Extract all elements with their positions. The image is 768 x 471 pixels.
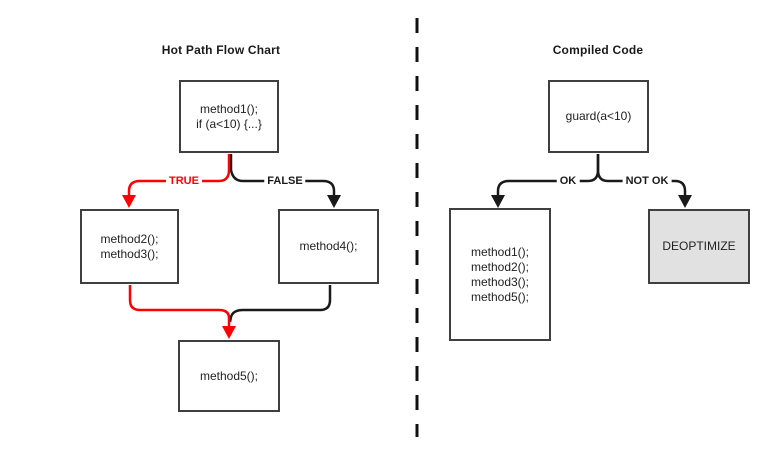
edge-label-ok: OK [556, 175, 580, 187]
node-method4: method4(); [278, 209, 379, 284]
node-method2-method3: method2(); method3(); [80, 209, 179, 284]
arrowhead-not-ok-to-deoptimize [678, 195, 692, 208]
arrowhead-merge-to-method5 [222, 326, 236, 339]
edge-label-not-ok: NOT OK [622, 175, 672, 187]
node-deoptimize: DEOPTIMIZE [648, 209, 750, 284]
node-guard: guard(a<10) [548, 80, 649, 153]
node-method1-if: method1(); if (a<10) {...} [179, 80, 279, 153]
edge-label-true: TRUE [166, 175, 202, 187]
node-hot-path-methods: method1(); method2(); method3(); method5… [449, 208, 551, 341]
edge-ok-branch [496, 154, 600, 196]
edge-method4-to-merge [228, 285, 332, 323]
right-panel-title: Compiled Code [552, 43, 644, 57]
arrowhead-ok-to-hot-path [491, 195, 505, 208]
edge-label-false: FALSE [264, 175, 306, 187]
arrowhead-true-to-method2 [122, 195, 136, 208]
edge-merge-to-method5 [128, 285, 231, 327]
arrowhead-false-to-method4 [327, 195, 341, 208]
node-method5: method5(); [178, 340, 280, 412]
left-panel-title: Hot Path Flow Chart [161, 43, 281, 57]
